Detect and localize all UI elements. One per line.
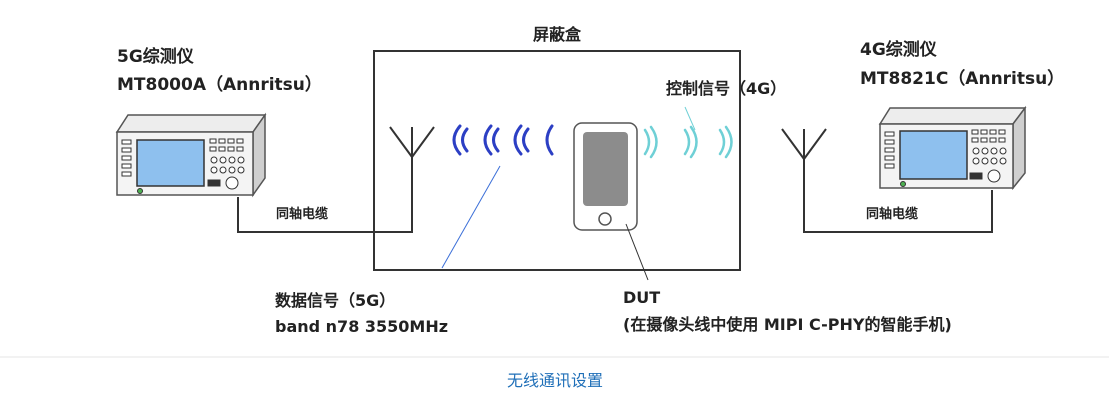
antenna-left-icon [389,126,435,159]
signal-waves-5g-icon [452,124,554,156]
dut-phone-icon [573,122,638,231]
dut-callout-line [625,223,649,281]
tester-5g-device [115,112,267,198]
cable-left-label: 同轴电缆 [276,206,328,222]
signal-waves-4g-icon [643,125,733,159]
cable-right-line [803,159,993,233]
dut-label-line2: (在摄像头线中使用 MIPI C-PHY的智能手机) [623,315,952,334]
data-signal-label-line2: band n78 3550MHz [275,317,448,336]
figure-caption: 无线通讯设置 [507,371,603,390]
antenna-right-icon [781,128,827,161]
tester-5g-model: MT8000A（Annritsu） [117,74,322,95]
tester-4g-device [878,105,1027,191]
cable-left-line [237,157,413,233]
tester-5g-title: 5G综测仪 [117,46,195,67]
cable-right-label: 同轴电缆 [866,206,918,222]
control-signal-callout-line [684,106,696,131]
data-signal-label-line1: 数据信号（5G） [275,291,395,310]
control-signal-label: 控制信号（4G） [666,79,786,98]
tester-4g-title: 4G综测仪 [860,39,938,60]
data-signal-callout-line [441,165,501,269]
shield-box-label: 屏蔽盒 [533,25,582,44]
shield-box [373,50,741,271]
tester-4g-model: MT8821C（Annritsu） [860,68,1064,89]
dut-label-line1: DUT [623,288,660,307]
